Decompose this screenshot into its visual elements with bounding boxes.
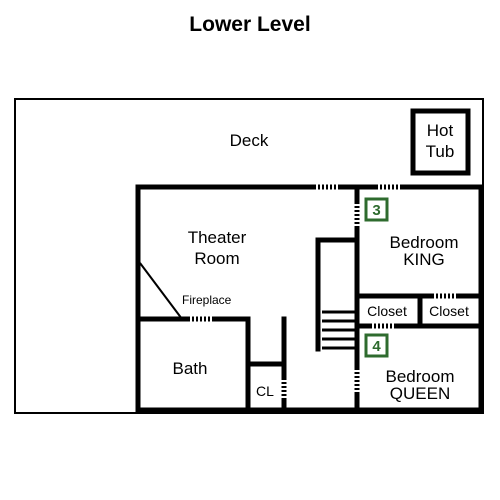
bedroom-queen-label-line1: Bedroom [386, 367, 455, 386]
closet-left-label: Closet [367, 303, 407, 319]
hot-tub-label-line1: Hot [427, 121, 454, 140]
marker-3-label: 3 [372, 202, 380, 219]
theater-room-label-line1: Theater [188, 228, 247, 247]
bath-label: Bath [173, 359, 208, 378]
house-walls [135, 184, 484, 413]
marker-4-label: 4 [372, 338, 381, 355]
marker-3-box [364, 197, 389, 222]
theater-room-label-line2: Room [194, 249, 239, 268]
page-title: Lower Level [189, 13, 310, 36]
bedroom-king-label-line2: KING [403, 250, 445, 269]
hot-tub-label-line2: Tub [426, 142, 455, 161]
marker-4-box [364, 333, 389, 358]
stairs [322, 310, 356, 350]
door-openings [188, 184, 456, 400]
bedroom-king-label-line1: Bedroom [390, 233, 459, 252]
closet-right-label: Closet [429, 303, 469, 319]
hot-tub [410, 108, 471, 176]
fireplace-hearth [139, 262, 183, 320]
closet-cl-label: CL [256, 383, 274, 399]
deck-label: Deck [230, 131, 269, 150]
bedroom-queen-label-line2: QUEEN [390, 384, 450, 403]
fireplace-label: Fireplace [182, 293, 232, 307]
